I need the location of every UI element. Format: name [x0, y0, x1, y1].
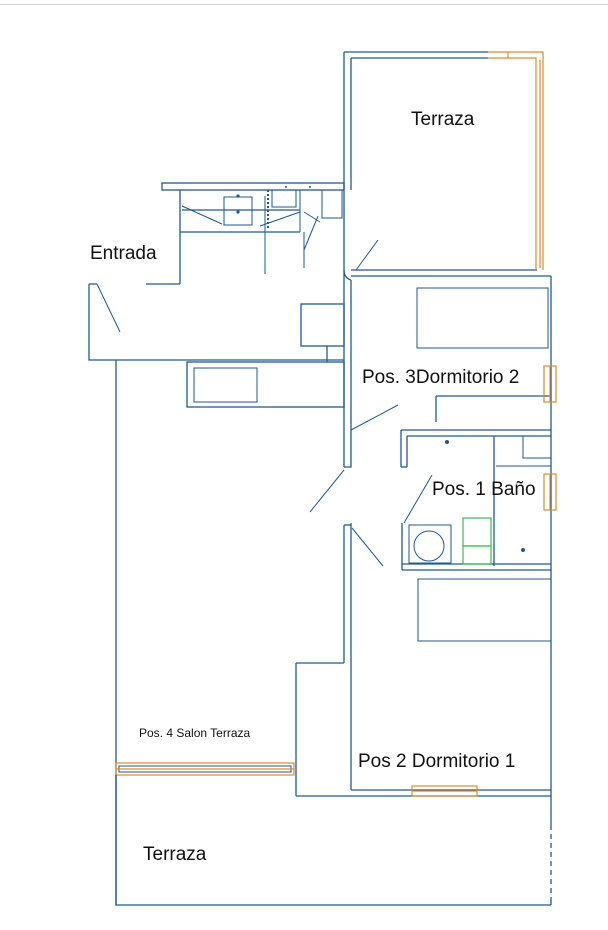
room-label-dormitorio2: Pos. 3Dormitorio 2 [362, 367, 520, 388]
room-label-entrada: Entrada [90, 243, 157, 264]
toilet-icon [462, 517, 492, 547]
corridor-walls [309, 239, 399, 513]
top-divider [0, 4, 608, 5]
corridor-door-swing [350, 404, 399, 431]
dormitorio2-bed [416, 287, 549, 349]
terraza-bottom-area [115, 775, 552, 906]
room-label-dormitorio1: Pos 2 Dormitorio 1 [358, 751, 516, 772]
dormitorio2-window [543, 365, 557, 403]
entry-door-swing [96, 283, 121, 333]
terraza-top-window [488, 51, 544, 270]
bano-window [543, 473, 557, 511]
dormitorio1-door-swing [351, 527, 384, 567]
room-label-terraza-bottom: Terraza [143, 844, 207, 865]
bano-door-swing [403, 474, 433, 524]
entrada-walls [88, 232, 344, 905]
washer-icon [408, 524, 452, 564]
dormitorio1-area [295, 523, 552, 905]
room-label-salon-terraza: Pos. 4 Salon Terraza [139, 726, 251, 740]
kitchen-counter [161, 182, 345, 274]
bano-area [400, 429, 552, 571]
salon-terraza-window [115, 762, 295, 776]
living-counter [186, 303, 345, 408]
terraza-top-area [343, 51, 537, 271]
room-label-terraza-top: Terraza [411, 109, 475, 130]
living-door-swing [309, 469, 345, 513]
dormitorio2-area [351, 275, 552, 570]
room-label-bano: Pos. 1 Baño [432, 479, 536, 500]
dormitorio1-window [411, 785, 478, 797]
dormitorio1-bed [417, 578, 552, 642]
